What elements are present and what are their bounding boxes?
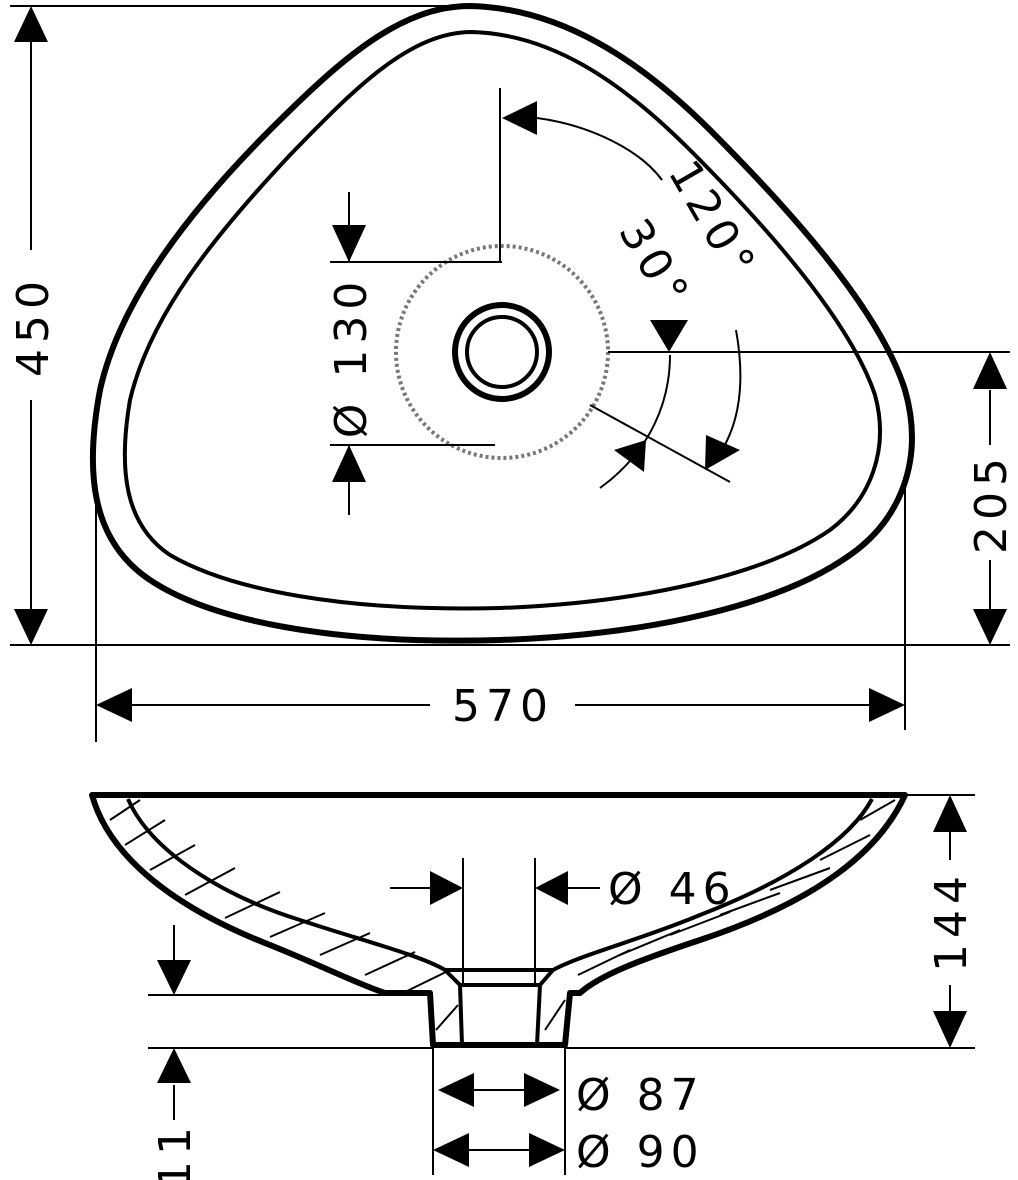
angle-120-arc (536, 117, 663, 181)
dim-46-label: Ø 46 (608, 864, 737, 915)
dim-205-arrow-top (973, 352, 1007, 389)
dim-144-arrow-top (933, 795, 967, 832)
dim-570-arrow-right (869, 688, 905, 722)
section-outer-profile (89, 792, 908, 1048)
angle-30-arrow-top (650, 320, 688, 352)
basin-outer-outline (89, 3, 915, 644)
angle-120-arrow-start (502, 101, 537, 135)
dim-130-arrow-bottom (332, 445, 366, 482)
dim-130-arrow-top (332, 225, 366, 262)
dim-87-arrow-left (438, 1073, 474, 1107)
dim-11-arrow-top (157, 960, 191, 995)
dim-205-label: 205 (966, 452, 1017, 554)
dim-450-arrow-bottom (14, 609, 48, 645)
drain-dotted-circle (394, 244, 610, 460)
dim-450-arrow-top (14, 6, 48, 42)
basin-inner-outline (122, 29, 882, 611)
top-view: Ø 130 120° 30° 450 205 (8, 3, 1017, 742)
dim-46-arrow-left (430, 871, 463, 905)
dim-570-label: 570 (452, 681, 554, 732)
dim-570-arrow-left (96, 688, 132, 722)
section-view: Ø 46 144 11 Ø 87 Ø 90 (89, 792, 977, 1180)
dim-46-arrow-right (535, 871, 568, 905)
dim-90-arrow-right (529, 1133, 565, 1167)
dim-205-arrow-bottom (973, 609, 1007, 645)
dim-90-label: Ø 90 (576, 1127, 705, 1178)
dim-87-arrow-right (524, 1073, 560, 1107)
drain-inner-ring (465, 315, 539, 389)
dim-90-arrow-left (433, 1133, 469, 1167)
angle-30-ray (589, 404, 731, 483)
dim-144-arrow-bottom (933, 1011, 967, 1048)
section-inner-profile (126, 798, 874, 972)
dim-144-label: 144 (926, 870, 977, 972)
dim-450-label: 450 (8, 275, 59, 377)
dim-87-label: Ø 87 (576, 1070, 705, 1121)
section-hatching (109, 799, 896, 1031)
angle-30-arrow-bottom (614, 440, 646, 472)
drain-outer-ring (452, 302, 552, 402)
section-drain-well (443, 968, 555, 1046)
angle-120-arc-lower (721, 329, 742, 451)
dim-130-label: Ø 130 (326, 276, 377, 439)
dim-11-arrow-bottom (157, 1048, 191, 1083)
angle-30-arc (599, 354, 671, 489)
dim-11-label: 11 (150, 1121, 201, 1180)
angle-120-arrow-end (705, 435, 740, 470)
